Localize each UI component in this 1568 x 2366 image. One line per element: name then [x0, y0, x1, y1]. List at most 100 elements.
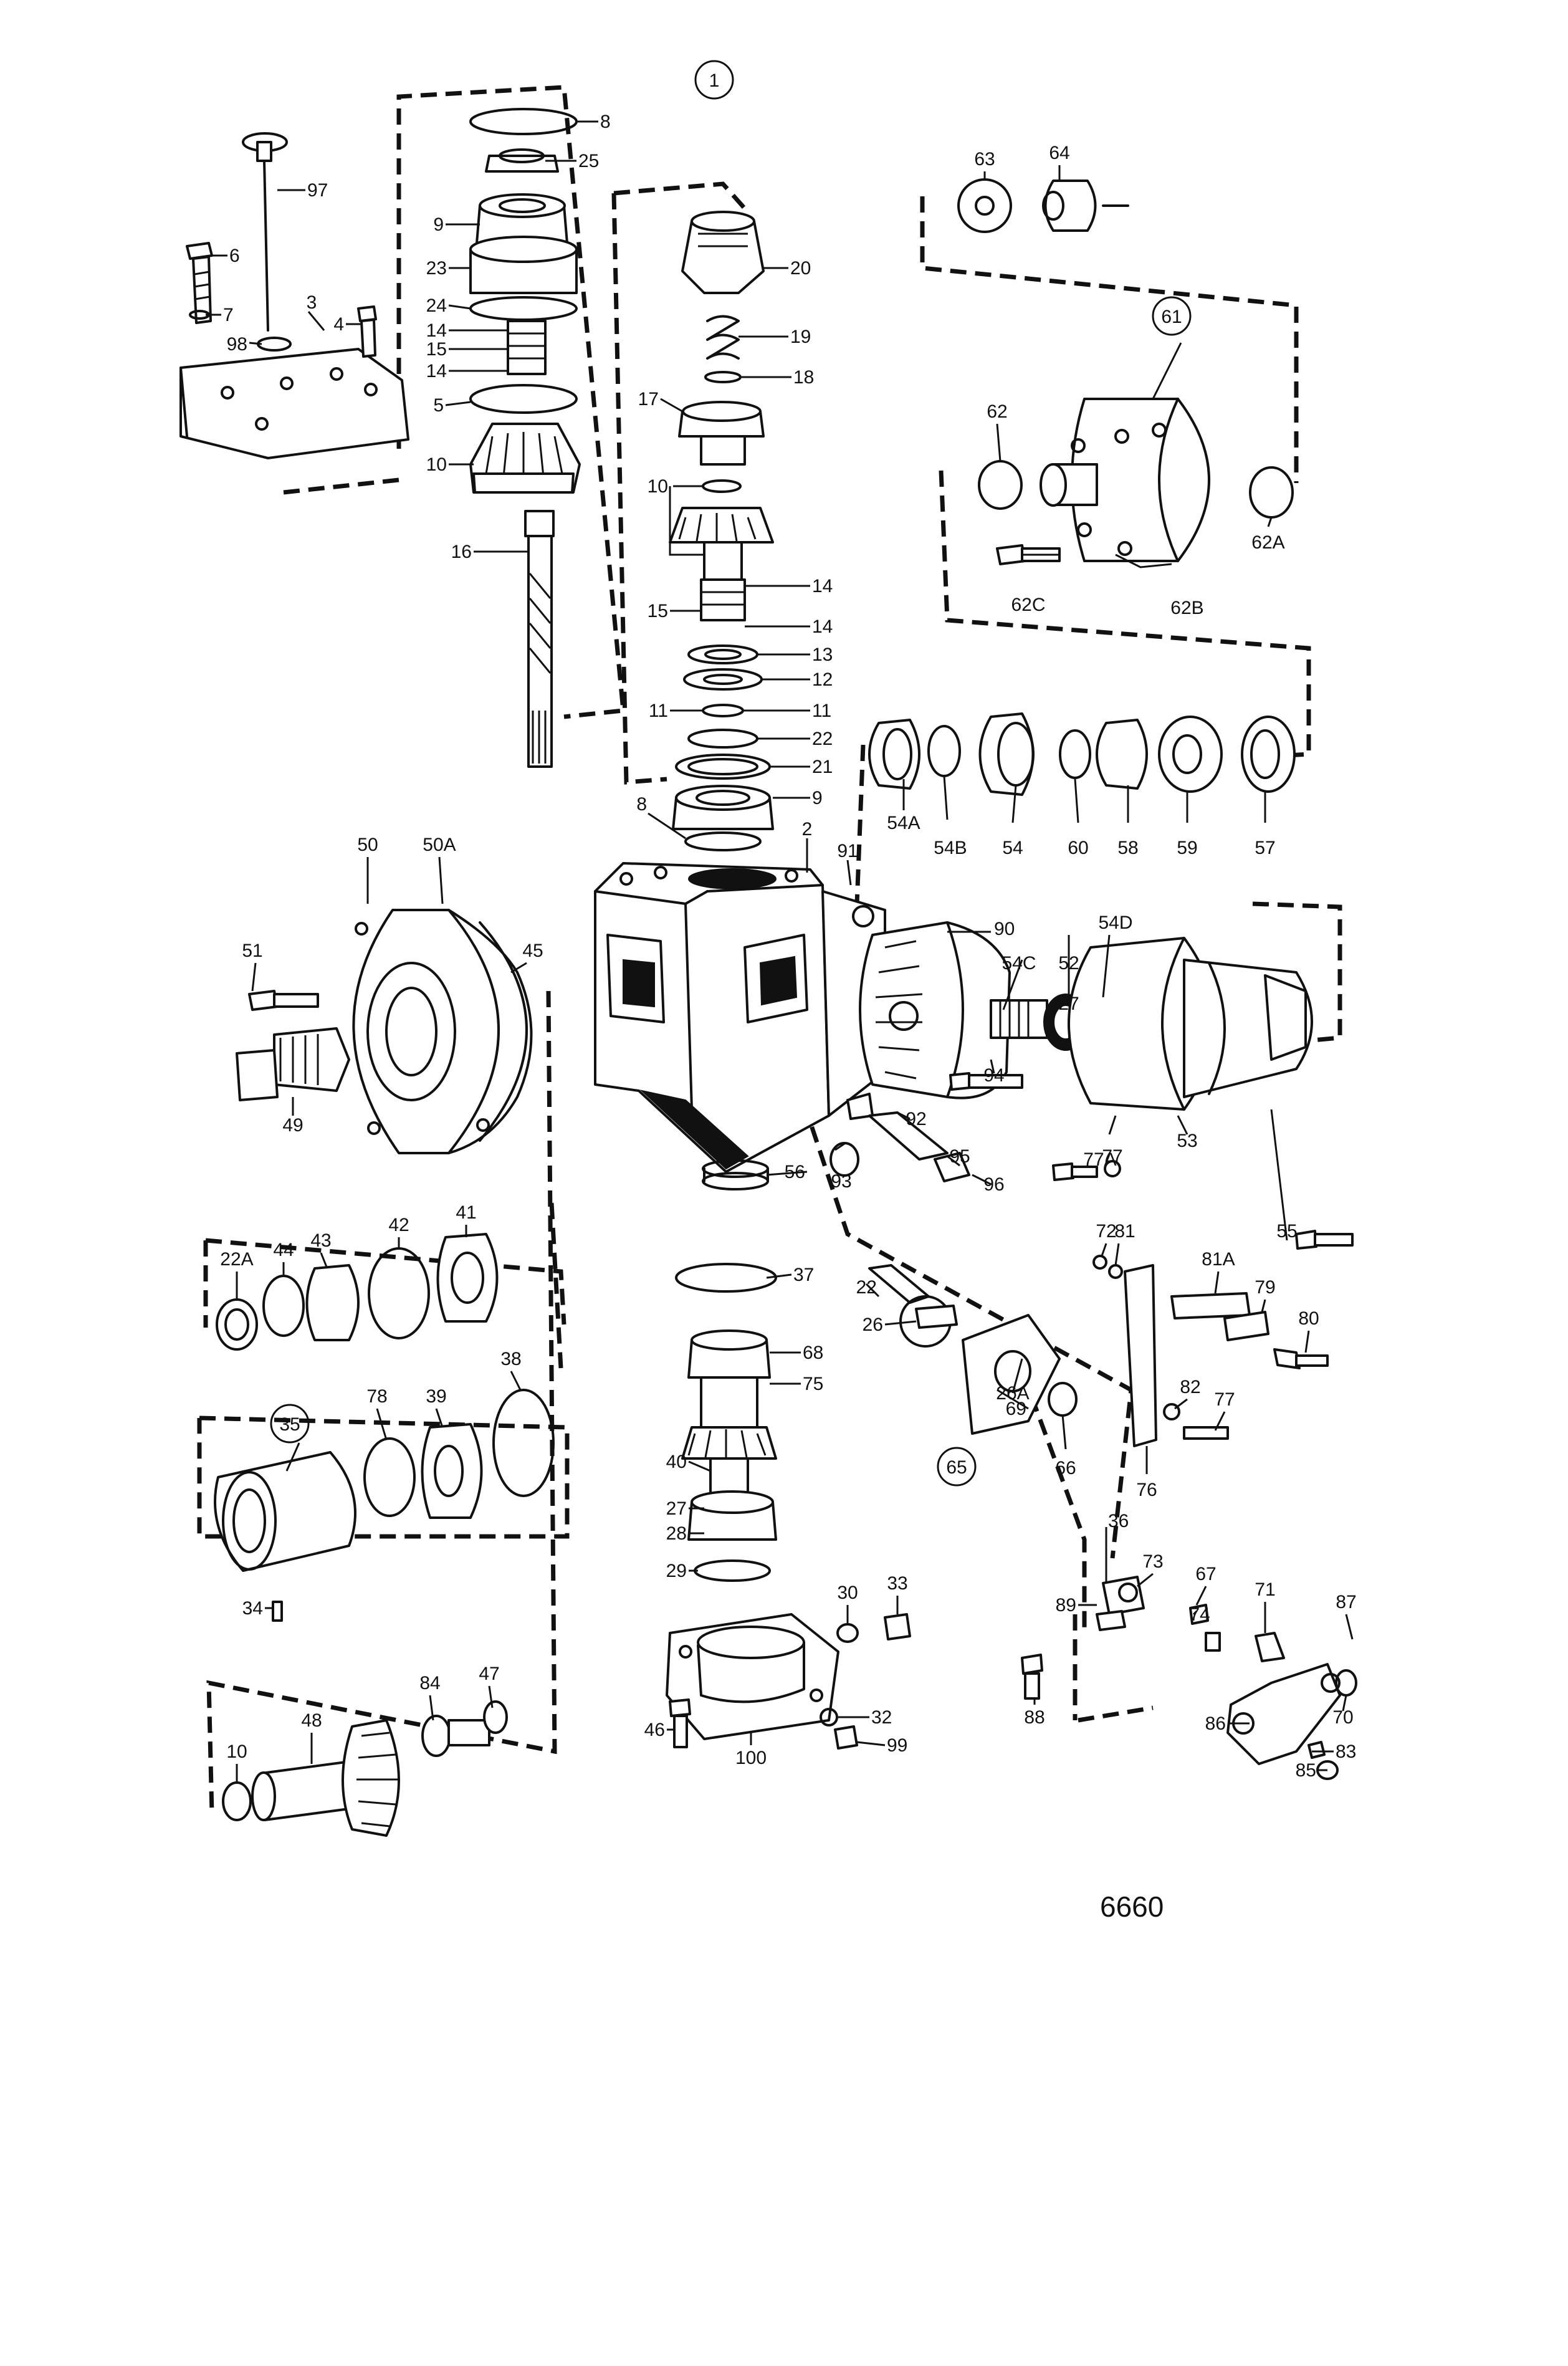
callout-11: 11: [649, 701, 668, 721]
callout-54c: 54C: [1002, 953, 1036, 974]
callout-3: 3: [307, 292, 317, 313]
callout-36: 36: [1108, 1511, 1129, 1531]
callout-45: 45: [522, 941, 543, 961]
callout-42: 42: [388, 1215, 409, 1235]
dipstick: [242, 132, 292, 352]
callout-22: 22: [812, 729, 833, 749]
callout-4: 4: [333, 314, 344, 335]
bolt-6: [186, 242, 213, 324]
callout-82: 82: [1180, 1377, 1200, 1397]
callout-95: 95: [949, 1146, 970, 1167]
callout-86: 86: [1205, 1713, 1226, 1734]
flange-50: [236, 909, 533, 1154]
callout-99: 99: [887, 1735, 907, 1756]
callout-89: 89: [1056, 1595, 1076, 1616]
bearing-row: [868, 712, 1296, 796]
callout-2: 2: [802, 819, 813, 840]
callout-17: 17: [638, 389, 659, 410]
group-label-61-text: 61: [1161, 307, 1182, 327]
callout-10: 10: [226, 1741, 247, 1762]
callout-43: 43: [310, 1230, 331, 1251]
callout-9: 9: [812, 788, 823, 808]
callout-79: 79: [1255, 1277, 1275, 1298]
callout-19: 19: [790, 327, 811, 347]
callout-54a: 54A: [887, 813, 920, 833]
shaft-stack-centre: [669, 211, 774, 851]
callout-52: 52: [1058, 953, 1079, 974]
callout-21: 21: [812, 757, 833, 777]
callout-87: 87: [1336, 1592, 1356, 1612]
drawing-number: 6660: [1100, 1890, 1164, 1923]
callout-60: 60: [1068, 838, 1088, 858]
linkage-parts: [868, 1255, 1357, 1780]
callout-69: 69: [1006, 1399, 1026, 1419]
callout-59: 59: [1177, 838, 1197, 858]
callout-81a: 81A: [1202, 1249, 1235, 1270]
callout-77: 77: [1214, 1389, 1235, 1410]
callout-14: 14: [812, 616, 833, 637]
callout-51: 51: [242, 941, 262, 961]
callout-8: 8: [600, 112, 611, 132]
callout-66: 66: [1055, 1458, 1076, 1478]
group-label-65-text: 65: [946, 1457, 967, 1478]
callout-34: 34: [242, 1598, 263, 1619]
callout-58: 58: [1117, 838, 1138, 858]
callout-23: 23: [426, 258, 447, 279]
callout-97: 97: [307, 180, 328, 201]
group-61-parts: [957, 178, 1294, 565]
gearbox-housing: [594, 862, 886, 1173]
callout-8: 8: [636, 794, 647, 815]
callout-26: 26: [863, 1315, 883, 1335]
callout-44: 44: [273, 1240, 294, 1260]
callout-14: 14: [812, 576, 833, 596]
group-label-1-text: 1: [709, 70, 720, 91]
callout-46: 46: [644, 1720, 665, 1740]
callout-81: 81: [1114, 1221, 1135, 1242]
callout-63: 63: [974, 149, 995, 170]
callout-14: 14: [426, 361, 447, 381]
callout-10: 10: [426, 454, 447, 475]
callout-85: 85: [1296, 1760, 1316, 1781]
callout-27: 27: [666, 1498, 687, 1519]
callout-14: 14: [426, 320, 447, 341]
callout-74: 74: [1189, 1604, 1210, 1625]
callout-29: 29: [666, 1561, 687, 1581]
fasteners-centre: [829, 1072, 1354, 1250]
group-label-61: 61: [1152, 296, 1192, 336]
callout-12: 12: [812, 669, 833, 690]
callout-22a: 22A: [220, 1249, 253, 1270]
callout-16: 16: [451, 542, 472, 562]
group-label-1: 1: [694, 60, 734, 100]
group-label-65: 65: [937, 1447, 977, 1487]
callout-80: 80: [1298, 1308, 1319, 1329]
callout-37: 37: [793, 1265, 814, 1285]
callout-96: 96: [983, 1174, 1004, 1195]
callout-83: 83: [1336, 1741, 1356, 1762]
callout-6: 6: [229, 246, 240, 266]
callout-55: 55: [1276, 1221, 1297, 1242]
callout-62b: 62B: [1170, 598, 1203, 618]
callout-47: 47: [479, 1664, 499, 1684]
callout-48: 48: [301, 1710, 322, 1731]
callout-50a: 50A: [423, 835, 456, 855]
leader-lines: [206, 120, 1354, 1783]
callout-33: 33: [887, 1573, 907, 1594]
callout-20: 20: [790, 258, 811, 279]
callout-64: 64: [1049, 143, 1069, 163]
callout-27: 27: [1058, 994, 1079, 1014]
callout-84: 84: [419, 1673, 440, 1693]
callout-30: 30: [837, 1583, 858, 1603]
callout-labels: 8259767349892324141514510162019181710141…: [220, 112, 1356, 1781]
callout-62: 62: [987, 401, 1007, 422]
callout-72: 72: [1096, 1221, 1116, 1242]
group-gear-bottom: [222, 1700, 508, 1837]
callout-78: 78: [366, 1386, 387, 1407]
callout-22: 22: [856, 1277, 877, 1298]
callout-40: 40: [666, 1452, 687, 1472]
callout-56: 56: [785, 1162, 805, 1182]
callout-67: 67: [1195, 1564, 1216, 1584]
callout-90: 90: [994, 919, 1015, 939]
group-label-35-text: 35: [279, 1414, 300, 1435]
dashed-group-lines: [197, 85, 1342, 1814]
